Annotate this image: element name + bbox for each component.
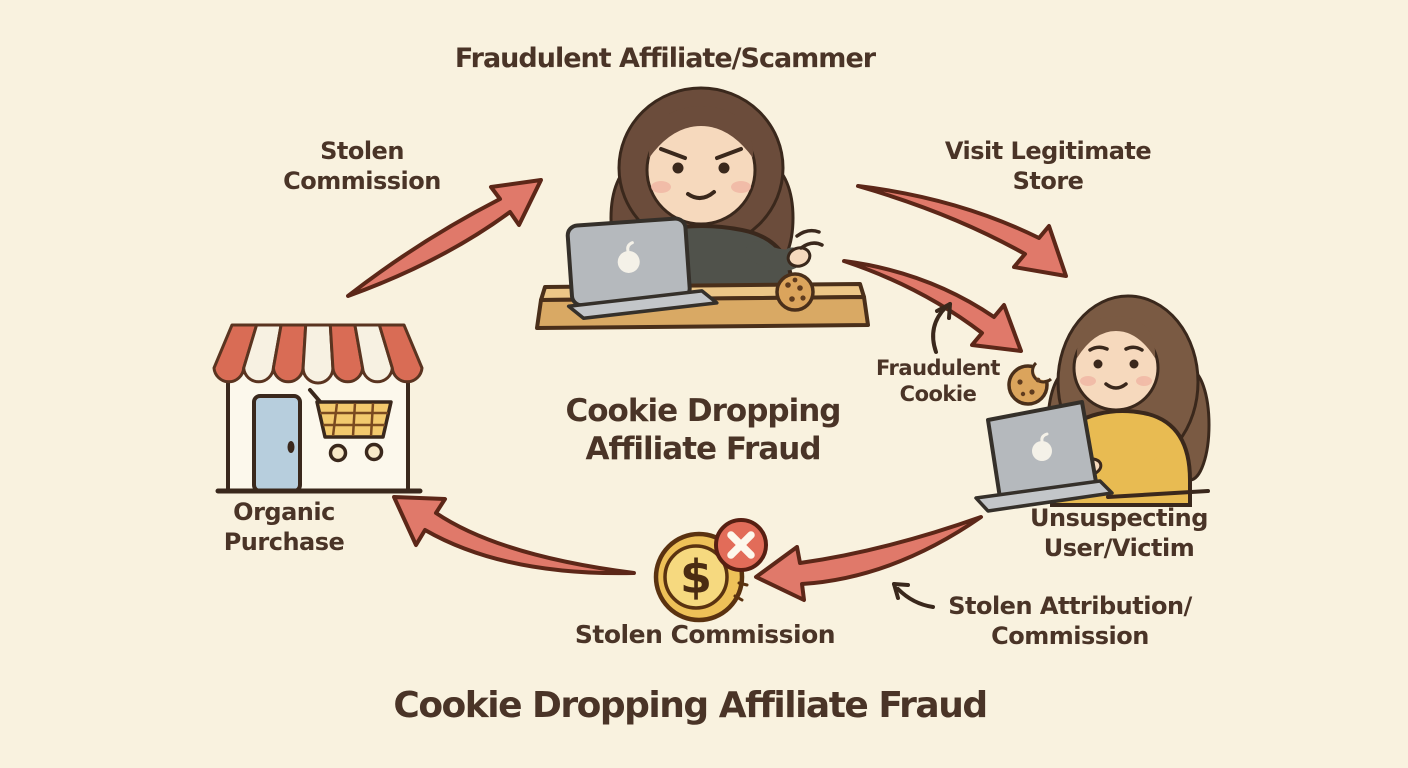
scammer-hand xyxy=(786,246,812,268)
bottom-title: Cookie Dropping Affiliate Fraud xyxy=(393,685,988,726)
victim-fringe xyxy=(1076,316,1156,358)
x-badge-icon xyxy=(714,518,768,572)
scammer-eyes xyxy=(672,162,730,174)
door-knob xyxy=(287,441,295,453)
victim-arm xyxy=(1090,442,1158,477)
unsuspecting-user-label: Unsuspecting User/Victim xyxy=(1030,504,1208,562)
awning-icon xyxy=(212,323,424,385)
victim-figure xyxy=(974,294,1211,513)
attribution-pointer-icon xyxy=(892,582,935,609)
scammer-laptop-icon xyxy=(565,216,719,320)
victim-eyes xyxy=(1093,359,1139,369)
victim-blush xyxy=(1080,376,1152,386)
cookie-icon xyxy=(775,272,815,312)
scammer-figure xyxy=(535,86,870,330)
victim-smile xyxy=(1104,382,1128,390)
stolen-commission-bottom-label: Stolen Commission xyxy=(574,620,836,649)
laptop-logo-icon xyxy=(1032,441,1052,461)
scammer-fringe xyxy=(648,106,754,158)
top-title: Fraudulent Affiliate/Scammer xyxy=(454,43,876,74)
desk-line xyxy=(1106,489,1210,499)
coin-icon: $ xyxy=(653,518,768,623)
motion-lines-icon xyxy=(795,228,824,250)
visit-store-label: Visit Legitimate Store xyxy=(944,137,1152,195)
store-icon xyxy=(212,323,424,494)
arrow-victim-to-coin-icon xyxy=(754,515,983,602)
victim-eyebrows xyxy=(1088,345,1144,352)
arrow-visit-store-icon xyxy=(856,184,1068,278)
dollar-sign: $ xyxy=(680,550,712,604)
scammer-eyebrows xyxy=(659,147,743,160)
fraudulent-cookie-label: Fraudulent Cookie xyxy=(876,356,1000,407)
organic-purchase-label: Organic Purchase xyxy=(223,498,345,556)
arrow-coin-to-store-icon xyxy=(392,495,636,576)
scammer-blush xyxy=(651,181,751,193)
center-title: Cookie Dropping Affiliate Fraud xyxy=(565,393,842,468)
fraudulent-cookie-pointer-icon xyxy=(931,302,952,354)
arrow-drop-cookie-icon xyxy=(842,259,1023,353)
shopping-cart-icon xyxy=(308,388,393,463)
arrow-stolen-commission-icon xyxy=(346,178,543,298)
bitten-cookie-icon xyxy=(1007,360,1054,406)
scammer-arm xyxy=(745,241,803,271)
laptop-logo-icon xyxy=(617,250,640,273)
stolen-commission-top-label: Stolen Commission xyxy=(283,137,441,195)
stolen-attribution-label: Stolen Attribution/ Commission xyxy=(948,592,1192,650)
victim-laptop-icon xyxy=(974,400,1114,513)
scammer-smirk xyxy=(686,190,716,200)
